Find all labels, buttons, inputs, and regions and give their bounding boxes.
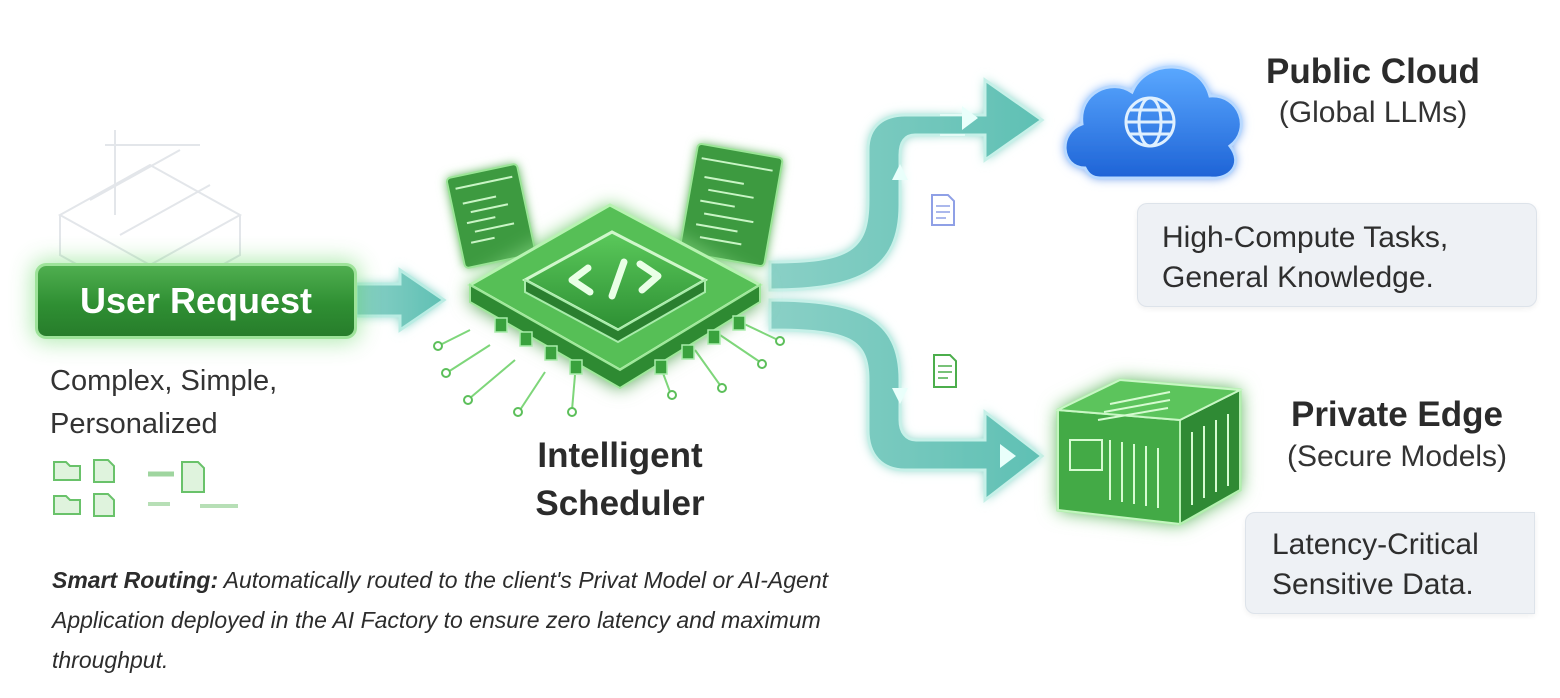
request-arrow [354, 267, 447, 333]
flow-to-private-edge [768, 298, 1045, 504]
code-window-icon [445, 163, 537, 269]
server-icon [1054, 378, 1244, 526]
smart-routing-lead: Smart Routing: [52, 567, 219, 593]
public-cloud-description: High-Compute Tasks, General Knowledge. [1162, 221, 1449, 294]
public-cloud-description-box: High-Compute Tasks, General Knowledge. [1137, 203, 1537, 307]
private-edge-subtitle: (Secure Models) [1286, 440, 1508, 473]
user-request-button: User Request [38, 266, 354, 336]
public-cloud-title: Public Cloud [1266, 52, 1480, 91]
flow-to-public-cloud [768, 77, 1045, 292]
code-window-icon [678, 143, 784, 267]
document-icon [933, 354, 957, 388]
public-cloud-subtitle: (Global LLMs) [1278, 96, 1468, 129]
request-types-text: Complex, Simple, Personalized [50, 365, 278, 440]
document-icon [931, 194, 955, 226]
private-edge-title: Private Edge [1290, 395, 1504, 434]
private-edge-description-box: Latency-Critical Sensitive Data. [1245, 512, 1535, 614]
scheduler-label: Intelligent Scheduler [535, 436, 705, 523]
private-edge-description: Latency-Critical Sensitive Data. [1272, 528, 1479, 601]
code-chip-icon [433, 203, 785, 417]
file-icons-decoration [53, 459, 238, 517]
user-request-label: User Request [79, 280, 313, 321]
smart-routing-note: Smart Routing: Automatically routed to t… [52, 560, 932, 680]
smart-routing-text: Automatically routed to the client's Pri… [52, 567, 829, 673]
wireframe-cube-decoration [57, 130, 243, 307]
cloud-globe-icon [1063, 65, 1243, 180]
